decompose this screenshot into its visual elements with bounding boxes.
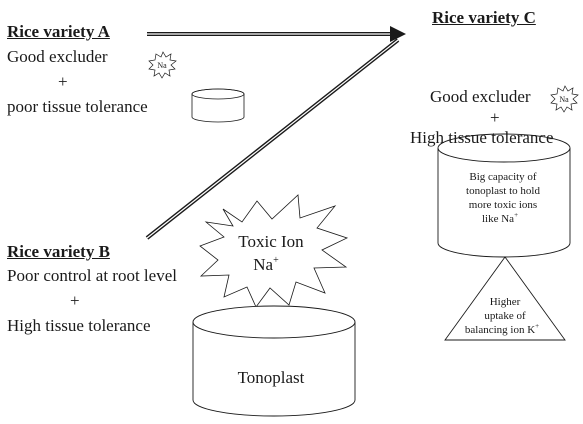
capacity-line-3: more toxic ions — [469, 199, 537, 211]
toxic-ion-label: Toxic Ion — [238, 232, 304, 251]
na-burst-icon: Na — [550, 85, 579, 113]
tonoplast-cylinder-icon — [192, 305, 356, 417]
tonoplast-label: Tonoplast — [238, 368, 305, 387]
variety-c-line-2: High tissue tolerance — [410, 128, 554, 147]
variety-c-title: Rice variety C — [432, 8, 536, 27]
variety-b-line-2: High tissue tolerance — [7, 316, 151, 335]
toxic-ion-na: Na+ — [253, 255, 279, 274]
capacity-cylinder-icon — [437, 133, 571, 258]
capacity-line-1: Big capacity of — [469, 171, 537, 183]
variety-b-plus: + — [70, 291, 80, 310]
variety-c-line-1: Good excluder — [430, 87, 531, 106]
variety-a-line-2: poor tissue tolerance — [7, 97, 148, 116]
variety-a-line-1: Good excluder — [7, 47, 108, 66]
variety-a-title: Rice variety A — [7, 22, 110, 41]
capacity-line-4: like Na+ — [482, 211, 518, 225]
variety-b-title: Rice variety B — [7, 242, 110, 261]
na-badge-label: Na — [559, 95, 569, 104]
uptake-line-2: uptake of — [484, 310, 526, 322]
uptake-line-3: balancing ion K+ — [465, 322, 539, 336]
capacity-line-2: tonoplast to hold — [466, 185, 540, 197]
triangle-icon — [444, 256, 566, 341]
arrow-right-icon — [147, 26, 406, 42]
na-badge-label: Na — [157, 61, 167, 70]
arrow-diagonal-icon — [145, 38, 400, 240]
toxic-ion-burst-icon — [199, 194, 349, 308]
variety-a-plus: + — [58, 72, 68, 91]
na-burst-icon: Na — [148, 51, 177, 79]
uptake-line-1: Higher — [490, 296, 521, 308]
variety-c-plus: + — [490, 108, 500, 127]
variety-b-line-1: Poor control at root level — [7, 266, 177, 285]
cylinder-icon — [191, 88, 245, 123]
